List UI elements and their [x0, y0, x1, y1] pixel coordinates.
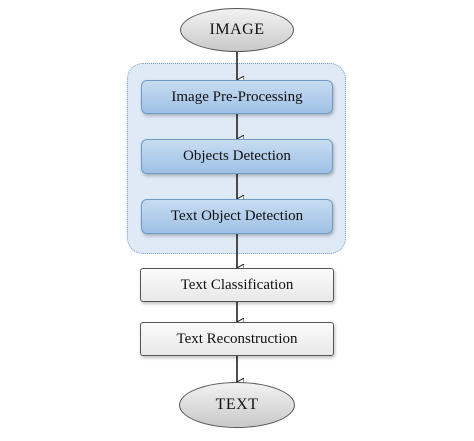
text-classification-box: Text Classification	[140, 268, 334, 302]
start-label: IMAGE	[209, 21, 265, 38]
image-preprocessing-label: Image Pre-Processing	[171, 88, 303, 105]
objects-detection-box: Objects Detection	[141, 139, 333, 174]
start-terminal: IMAGE	[180, 8, 294, 52]
objects-detection-label: Objects Detection	[183, 148, 291, 164]
text-object-detection-label: Text Object Detection	[170, 208, 304, 224]
text-reconstruction-box: Text Reconstruction	[140, 322, 334, 356]
end-terminal: TEXT	[179, 382, 295, 428]
text-object-detection-box: Text Object Detection	[141, 199, 333, 234]
image-preprocessing-box: Image Pre-Processing	[141, 80, 333, 114]
text-reconstruction-label: Text Reconstruction	[176, 330, 298, 347]
text-classification-label: Text Classification	[180, 276, 294, 293]
end-label: TEXT	[215, 396, 259, 413]
